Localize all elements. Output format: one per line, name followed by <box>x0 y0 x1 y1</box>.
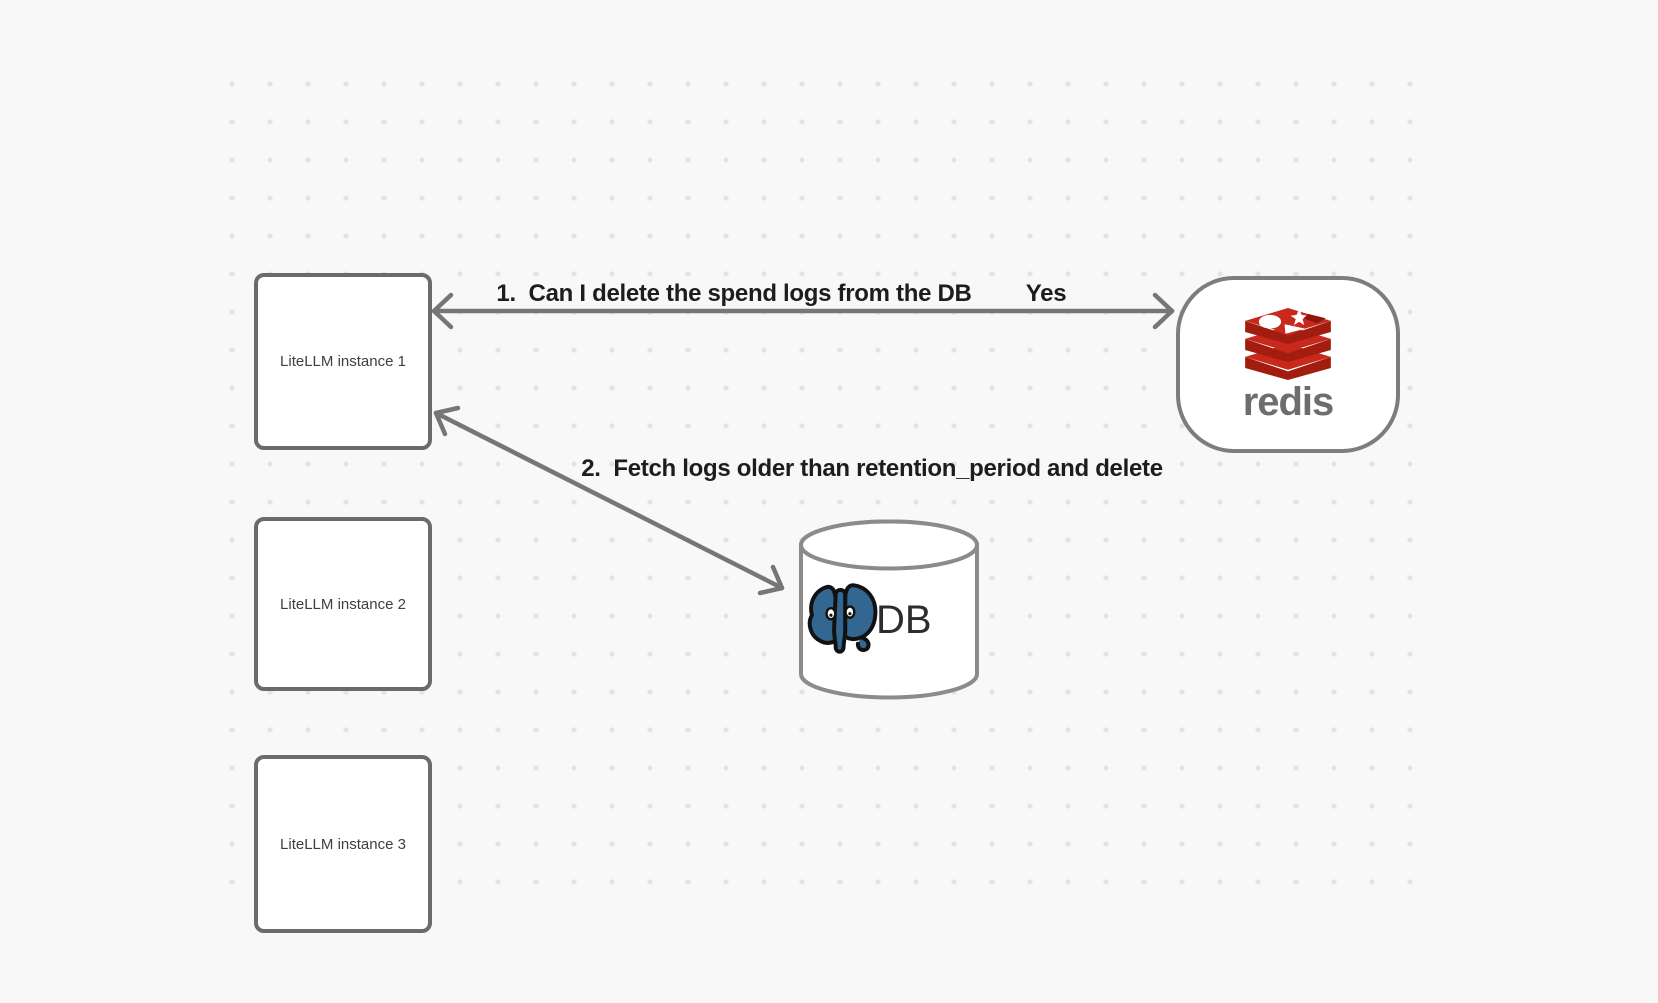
node-litellm-instance-2[interactable]: LiteLLM instance 2 <box>254 517 432 691</box>
node-label: LiteLLM instance 2 <box>280 595 406 613</box>
edge-litellm-redis[interactable] <box>431 292 1175 330</box>
redis-logo-icon <box>1245 307 1331 380</box>
db-cylinder[interactable] <box>799 519 979 700</box>
node-litellm-instance-3[interactable]: LiteLLM instance 3 <box>254 755 432 933</box>
postgresql-logo-icon <box>807 583 878 654</box>
db-node-content: DB <box>804 578 954 662</box>
redis-wordmark: redis <box>1242 379 1335 424</box>
node-litellm-instance-1[interactable]: LiteLLM instance 1 <box>254 273 432 450</box>
edge1-response-label: Yes <box>1025 280 1067 307</box>
edge2-label: 2. Fetch logs older than retention_perio… <box>581 455 1163 482</box>
node-redis[interactable]: redis <box>1176 276 1400 453</box>
db-label: DB <box>876 598 932 642</box>
edge-litellm-db[interactable] <box>433 405 785 596</box>
node-label: LiteLLM instance 3 <box>280 835 406 853</box>
edge1-label: 1. Can I delete the spend logs from the … <box>496 280 972 307</box>
node-label: LiteLLM instance 1 <box>280 353 406 370</box>
